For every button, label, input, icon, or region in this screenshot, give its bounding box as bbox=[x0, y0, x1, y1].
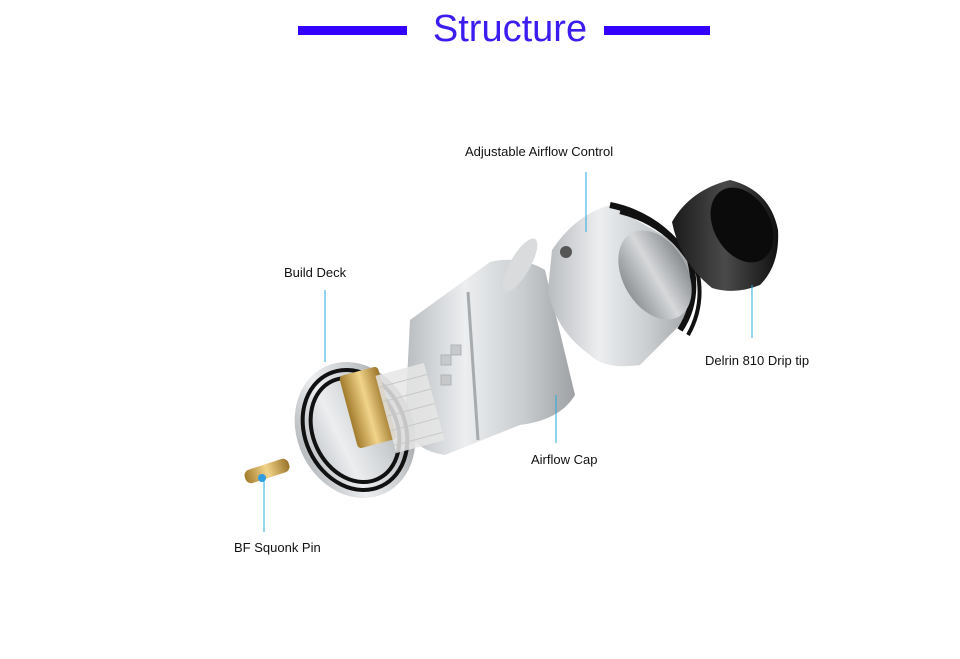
squonk-pin-part bbox=[244, 458, 290, 484]
label-adjustable-airflow-control: Adjustable Airflow Control bbox=[465, 144, 614, 159]
build-deck-part bbox=[294, 361, 445, 499]
drip-tip-part bbox=[672, 180, 779, 291]
title-bar-right bbox=[604, 26, 710, 35]
title-bar-left bbox=[298, 26, 407, 35]
page-title: Structure bbox=[432, 8, 588, 50]
label-drip-tip: Delrin 810 Drip tip bbox=[705, 353, 810, 368]
label-squonk-pin: BF Squonk Pin bbox=[234, 540, 321, 555]
airflow-control-part bbox=[548, 202, 702, 367]
airflow-cap-part bbox=[405, 238, 575, 455]
label-build-deck: Build Deck bbox=[284, 265, 347, 280]
label-airflow-cap: Airflow Cap bbox=[531, 452, 598, 467]
